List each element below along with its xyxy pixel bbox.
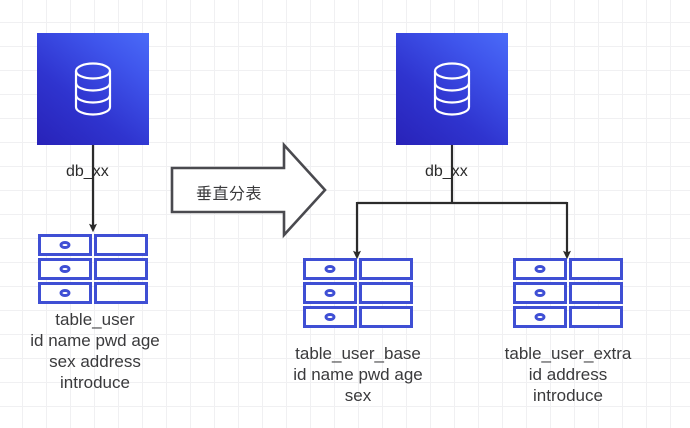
database-node-left[interactable] bbox=[37, 33, 149, 145]
table-caption-user-extra: table_user_extra id address introduce bbox=[504, 344, 632, 405]
table-icon-user-base[interactable] bbox=[303, 258, 413, 328]
database-tile-left bbox=[37, 33, 149, 145]
database-tile-right bbox=[396, 33, 508, 145]
table-cell-key bbox=[38, 234, 92, 256]
database-node-right[interactable] bbox=[396, 33, 508, 145]
table-icon-user-extra[interactable] bbox=[513, 258, 623, 328]
table-cell bbox=[359, 258, 413, 280]
table-cell bbox=[569, 258, 623, 280]
table-cell-key bbox=[513, 306, 567, 328]
database-icon bbox=[74, 62, 112, 116]
table-cell bbox=[359, 282, 413, 304]
edge-label-left-db: db_xx bbox=[66, 163, 109, 180]
block-arrow-right-icon bbox=[170, 141, 327, 239]
table-cell bbox=[569, 306, 623, 328]
database-icon bbox=[433, 62, 471, 116]
block-arrow-label: 垂直分表 bbox=[196, 186, 263, 203]
table-cell-key bbox=[38, 282, 92, 304]
table-cell-key bbox=[38, 258, 92, 280]
table-icon-user[interactable] bbox=[38, 234, 148, 304]
table-caption-user-base: table_user_base id name pwd age sex bbox=[293, 344, 423, 405]
table-cell bbox=[94, 258, 148, 280]
table-cell bbox=[569, 282, 623, 304]
connector-right-db-to-bus bbox=[357, 145, 567, 205]
table-cell bbox=[359, 306, 413, 328]
table-cell-key bbox=[303, 282, 357, 304]
table-cell-key bbox=[303, 258, 357, 280]
table-cell-key bbox=[513, 282, 567, 304]
edge-label-right-db: db_xx bbox=[425, 163, 468, 180]
table-caption-user: table_user id name pwd age sex address i… bbox=[30, 310, 160, 392]
table-cell bbox=[94, 282, 148, 304]
table-cell bbox=[94, 234, 148, 256]
table-cell-key bbox=[513, 258, 567, 280]
table-cell-key bbox=[303, 306, 357, 328]
